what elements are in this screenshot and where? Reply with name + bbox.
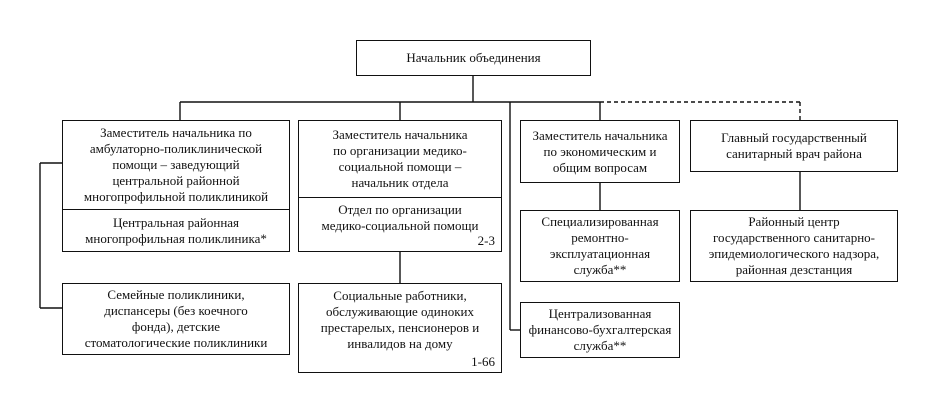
social-box: Заместитель начальника по организации ме… [298,120,502,252]
sanitary-center-box: Районный центр государственного санитарн… [690,210,898,282]
central-polyclinic-label: Центральная районная многопрофильная пол… [85,214,267,246]
chief-label: Начальник объединения [406,50,541,65]
sanitary-doctor-label: Главный государственный санитарный врач … [721,130,867,161]
deputy-social-label: Заместитель начальника по организации ме… [332,127,468,190]
family-polyclinics-box: Семейные поликлиники, диспансеры (без ко… [62,283,290,355]
finance-service-box: Централизованная финансово-бухгалтерская… [520,302,680,358]
social-workers-count: 1-66 [471,354,495,369]
deputy-economic-label: Заместитель начальника по экономическим … [532,127,668,175]
repair-service-box: Специализированная ремонтно- эксплуатаци… [520,210,680,282]
deputy-ambulatory-label: Заместитель начальника по амбулаторно-по… [83,125,269,204]
repair-service-label: Специализированная ремонтно- эксплуатаци… [541,214,659,277]
finance-service-label: Централизованная финансово-бухгалтерская… [528,306,672,353]
ambulatory-box: Заместитель начальника по амбулаторно-по… [62,120,290,252]
family-polyclinics-label: Семейные поликлиники, диспансеры (без ко… [84,287,268,350]
social-dept-count: 2-3 [477,233,495,248]
social-divider [299,197,501,198]
deputy-economic-box: Заместитель начальника по экономическим … [520,120,680,183]
ambulatory-divider [63,209,289,210]
chief-box: Начальник объединения [356,40,591,76]
sanitary-doctor-box: Главный государственный санитарный врач … [690,120,898,172]
social-dept-label: Отдел по организации медико-социальной п… [321,202,479,233]
sanitary-center-label: Районный центр государственного санитарн… [708,214,880,277]
social-workers-label: Социальные работники, обслуживающие один… [320,288,480,351]
social-workers-box: Социальные работники, обслуживающие один… [298,283,502,373]
